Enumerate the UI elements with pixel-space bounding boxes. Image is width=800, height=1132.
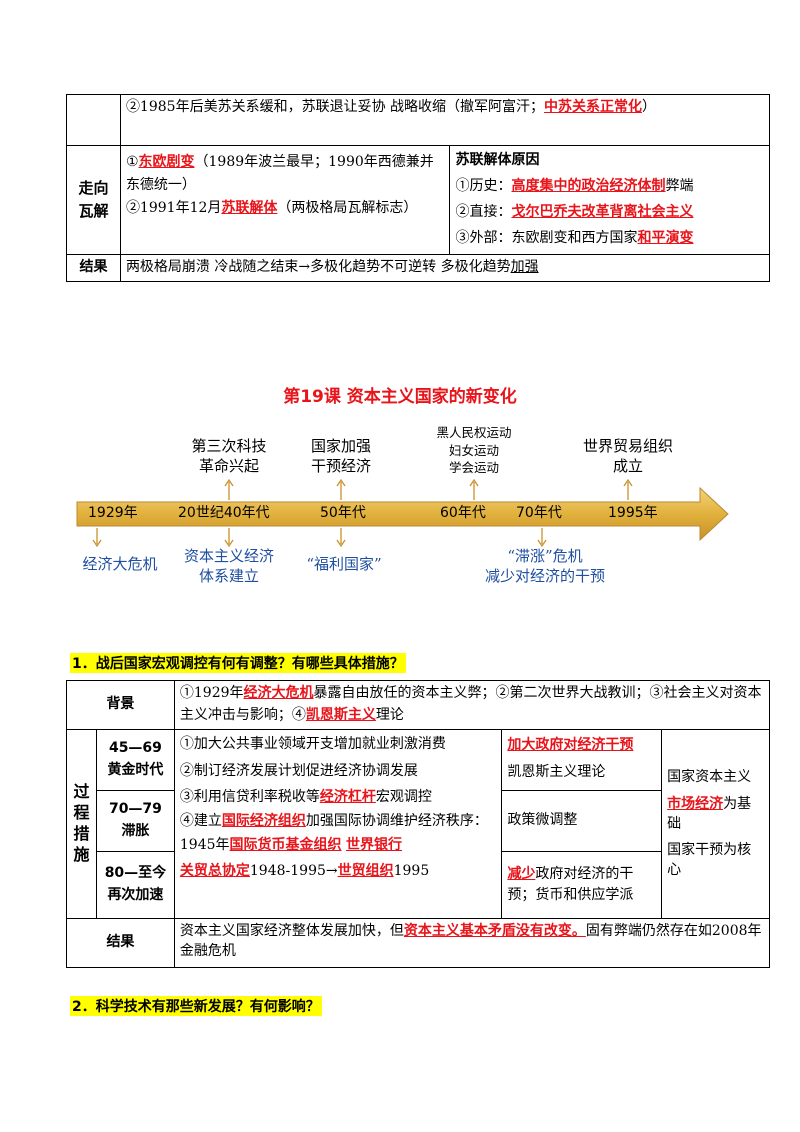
lesson-title: 第19课 资本主义国家的新变化 (283, 387, 517, 407)
timeline-event-above: 国家加强干预经济 (310, 437, 371, 476)
policy-cell: 政策微调整 (501, 790, 663, 852)
detente-cell: ②1985年后美苏关系缓和，苏联退让妥协 战略收缩（撤军阿富汗；中苏关系正常化） (119, 94, 771, 146)
timeline-arrow (76, 478, 729, 548)
timeline-event-below: 经济大危机 (82, 555, 158, 573)
row-label: 走向瓦解 (66, 145, 121, 255)
timeline-year: 60年代 (440, 505, 486, 521)
timeline-year: 50年代 (320, 505, 366, 521)
table-row: 结果 资本主义国家经济整体发展加快，但资本主义基本矛盾没有改变。固有弊端仍然存在… (66, 918, 771, 968)
collapse-reasons-cell: 苏联解体原因 ①历史：高度集中的政治经济体制弊端 ②直接：戈尔巴乔夫改革背离社会… (449, 145, 770, 255)
table-row: 结果 两极格局崩溃 冷战随之结束→多极化趋势不可逆转 多极化趋势加强 (66, 253, 771, 282)
row-label: 过程措施 (66, 729, 97, 919)
timeline-event-below: “滞涨”危机减少对经济的干预 (484, 547, 605, 586)
cold-war-table: ②1985年后美苏关系缓和，苏联退让妥协 战略收缩（撤军阿富汗；中苏关系正常化）… (66, 94, 771, 282)
result-cell: 资本主义国家经济整体发展加快，但资本主义基本矛盾没有改变。固有弊端仍然存在如20… (173, 918, 771, 968)
timeline-year: 70年代 (516, 505, 562, 521)
macro-control-table: 背景 ①1929年经济大危机暴露自由放任的资本主义弊；②第二次世界大战教训；③社… (66, 680, 771, 968)
result-cell: 两极格局崩溃 冷战随之结束→多极化趋势不可逆转 多极化趋势加强 (119, 253, 771, 282)
theory-cell: 加大政府对经济干预凯恩斯主义理论 (501, 729, 663, 791)
question-heading: 2．科学技术有那些新发展？有何影响？ (70, 996, 322, 1016)
timeline-event-above: 世界贸易组织成立 (582, 437, 673, 476)
timeline-event-below: 资本主义经济体系建立 (183, 547, 274, 586)
timeline-event-above: 第三次科技革命兴起 (191, 437, 267, 476)
table-row: ②1985年后美苏关系缓和，苏联退让妥协 战略收缩（撤军阿富汗；中苏关系正常化） (66, 94, 771, 146)
timeline-year: 1929年 (88, 505, 138, 521)
question-heading: 1．战后国家宏观调控有何有调整？有哪些具体措施？ (70, 653, 406, 673)
timeline-event-below: “福利国家” (306, 555, 382, 573)
collapse-cell: ①东欧剧变（1989年波兰最早；1990年西德兼并东德统一） ②1991年12月… (119, 145, 451, 255)
row-label: 结果 (66, 918, 175, 968)
period-label: 80—至今再次加速 (95, 851, 175, 919)
reduce-cell: 减少政府对经济的干预；货币和供应学派 (501, 851, 663, 919)
table-row: 走向瓦解 ①东欧剧变（1989年波兰最早；1990年西德兼并东德统一） ②199… (66, 145, 770, 255)
row-label: 背景 (66, 680, 175, 730)
timeline: 1929年 20世纪40年代 50年代 60年代 70年代 1995年 第三次科… (0, 420, 800, 600)
table-row: 80—至今再次加速 减少政府对经济的干预；货币和供应学派 (67, 851, 770, 919)
timeline-year: 1995年 (608, 505, 658, 521)
table-row: 背景 ①1929年经济大危机暴露自由放任的资本主义弊；②第二次世界大战教训；③社… (66, 680, 771, 730)
measures-cell: ①加大公共事业领域开支增加就业刺激消费 ②制订经济发展计划促进经济协调发展 ③利… (173, 729, 503, 919)
nature-cell: 国家资本主义 市场经济为基础 国家干预为核心 (661, 729, 770, 919)
background-cell: ①1929年经济大危机暴露自由放任的资本主义弊；②第二次世界大战教训；③社会主义… (173, 680, 771, 730)
timeline-year: 20世纪40年代 (178, 505, 270, 521)
row-label: 结果 (66, 253, 121, 282)
timeline-event-above: 黑人民权运动妇女运动学会运动 (436, 425, 512, 475)
